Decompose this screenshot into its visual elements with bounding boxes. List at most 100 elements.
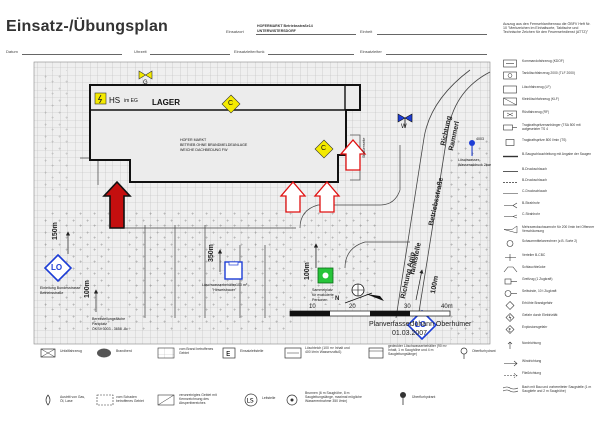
gas-label: G <box>143 80 148 86</box>
legend-item: Löschfahrzeug (LF) <box>503 84 598 96</box>
building-text-2: BETRIEB OHNE BRANDMELDEANLAGE <box>180 143 248 147</box>
distance-label: 350m <box>208 244 215 262</box>
rescue-vehicle-icon <box>503 110 517 119</box>
legend-item: Erhöhte Brandgefahr <box>503 300 598 312</box>
fire-origin-icon <box>97 348 111 358</box>
building-text-3: WEICHE DACHBEDUNG FW <box>180 148 228 152</box>
tank-note-1: Löschwasserbehälter100 m³ <box>202 283 248 287</box>
green-area <box>450 140 488 340</box>
small-fire-engine-icon <box>503 97 517 106</box>
page-title: Einsatz-/Übungsplan <box>6 18 169 35</box>
green-area <box>40 70 70 200</box>
lo-label: LO <box>51 263 63 272</box>
legend-item: Tragkraftspritzenanhänger (TSA 500 mit a… <box>503 122 598 134</box>
legend-item: Tanklöschfahrzeug 2000 (TLF 2000) <box>503 70 598 82</box>
lo1-note-2: Betriebsstraße <box>40 291 64 295</box>
legend-item: B-Strahlrohr <box>503 200 598 212</box>
sammel-note-2: für evakuierte <box>312 293 334 297</box>
north-direction-icon <box>507 341 513 349</box>
legend-item: C-Strahlrohr <box>503 211 598 223</box>
hose-bridge-icon <box>503 266 518 273</box>
electricity-warning-icon <box>94 92 107 105</box>
hydrant-id: 4003 <box>476 137 484 141</box>
sammel-note-1: Sammelplatz <box>312 288 333 292</box>
lo1-note-5: ÖKSI: 3003 - 3658 -8c <box>92 327 128 331</box>
uhrzeit-label: Uhrzeit <box>134 49 147 54</box>
einsatzort-value-1: HOFERMARKT Betriebsstraße14 <box>257 24 313 28</box>
damage-area-icon <box>96 394 114 406</box>
command-vehicle-icon <box>503 59 517 68</box>
fire-area-icon <box>157 347 175 359</box>
above-ground-hydrant-icon <box>400 392 406 405</box>
water-label: W <box>401 124 407 130</box>
lo1-note-3: Bereitstellungsfläche <box>92 317 126 321</box>
c-hose-icon <box>503 193 518 194</box>
leak-icon <box>45 394 51 406</box>
attack-arrow-icon <box>279 181 307 213</box>
lager-label: LAGER <box>152 98 180 107</box>
lo1-note-1: Einleitung Bundesstrasse <box>40 286 81 290</box>
einheit-label: Einheit <box>360 29 373 34</box>
pond-icon <box>284 347 302 359</box>
attack-arrow-icon <box>313 181 341 213</box>
command-post-icon: E <box>222 347 236 359</box>
winch-icon <box>504 278 517 285</box>
distance-label: 100m <box>304 262 311 280</box>
legend-item: Fließrichtung <box>503 370 598 382</box>
gas-valve-icon <box>138 70 153 80</box>
loeschwasser-marker-icon <box>406 309 438 341</box>
scale-tick: 30 <box>404 304 411 310</box>
legend-item: Nordrichtung <box>503 340 598 352</box>
cable-winch-icon <box>504 290 517 297</box>
underground-hydrant-icon <box>460 347 468 359</box>
building-text-1: HOFER MARKT <box>180 138 207 142</box>
legend-item: Schaummittelanrechner (z.B. Sorte 2) <box>503 238 598 250</box>
foam-pipe-icon <box>503 225 518 234</box>
legend-item: Seilwinde, 10 t Zugkraft <box>503 288 598 300</box>
strasse-label: Straßenseite <box>362 137 366 158</box>
tank-note-2: "Hinweisbauer" <box>212 288 237 292</box>
hydrant-icon <box>469 140 475 146</box>
c-hazard-icon <box>314 139 334 159</box>
legend-item: Kommandofahrzeug (KDOF) <box>503 58 598 70</box>
fire-hazard-icon <box>505 301 515 310</box>
flow-direction-icon <box>504 373 518 378</box>
plan-date: 01.03.2007 <box>392 330 428 337</box>
road-edge <box>299 145 401 229</box>
foam-mixer-icon <box>506 240 514 247</box>
legend-item: B-Druckschlauch <box>503 177 598 189</box>
pump-trailer-icon <box>503 124 517 131</box>
c-label: C <box>321 145 327 152</box>
legend-item: Windrichtung <box>503 358 598 370</box>
distance-label: 150m <box>52 222 59 240</box>
c-nozzle-icon <box>504 214 518 219</box>
control-center-icon: LS <box>244 393 258 407</box>
betriebsstrasse-edge <box>417 71 491 319</box>
svg-text:E: E <box>509 328 512 333</box>
betriebsstrasse-edge <box>395 69 471 319</box>
lo-label: LO <box>415 320 427 329</box>
wind-direction-icon <box>504 360 518 367</box>
electricity-hazard-icon <box>505 313 515 322</box>
einsatzleiter-funk-label: Einsatzleiter/funk <box>234 49 265 54</box>
svg-text:LS: LS <box>247 398 254 405</box>
einsatzleiter-label: Einsatzleiter <box>360 49 382 54</box>
hydrant-text-2: Wasseraddruck 2bar <box>458 163 492 167</box>
planverfasser-name: Johann Oberhumer <box>411 321 472 328</box>
legend-item: Greifzug (1 Zugkraft) <box>503 276 598 288</box>
scale-tick: 20 <box>349 304 356 310</box>
green-area <box>125 210 295 330</box>
b-hose-icon <box>503 171 518 172</box>
einsatzort-value-2: UNTERWISTERSDORF <box>257 29 296 33</box>
svg-text:E: E <box>226 350 230 358</box>
scale-tick: 10 <box>309 304 316 310</box>
building-outline <box>89 84 361 183</box>
fire-engine-icon <box>503 85 517 94</box>
hydrant-text-1: Löschwasser <box>458 158 479 162</box>
legend-item: Bach mit Bau und vorbereiteter Saugstell… <box>503 384 598 404</box>
north-label: N <box>335 296 340 302</box>
legend-item: Gefahr durch Elektrizität <box>503 312 598 324</box>
legend-item: Kleinlöschfahrzeug (KLF) <box>503 96 598 108</box>
c-label: C <box>228 100 234 107</box>
